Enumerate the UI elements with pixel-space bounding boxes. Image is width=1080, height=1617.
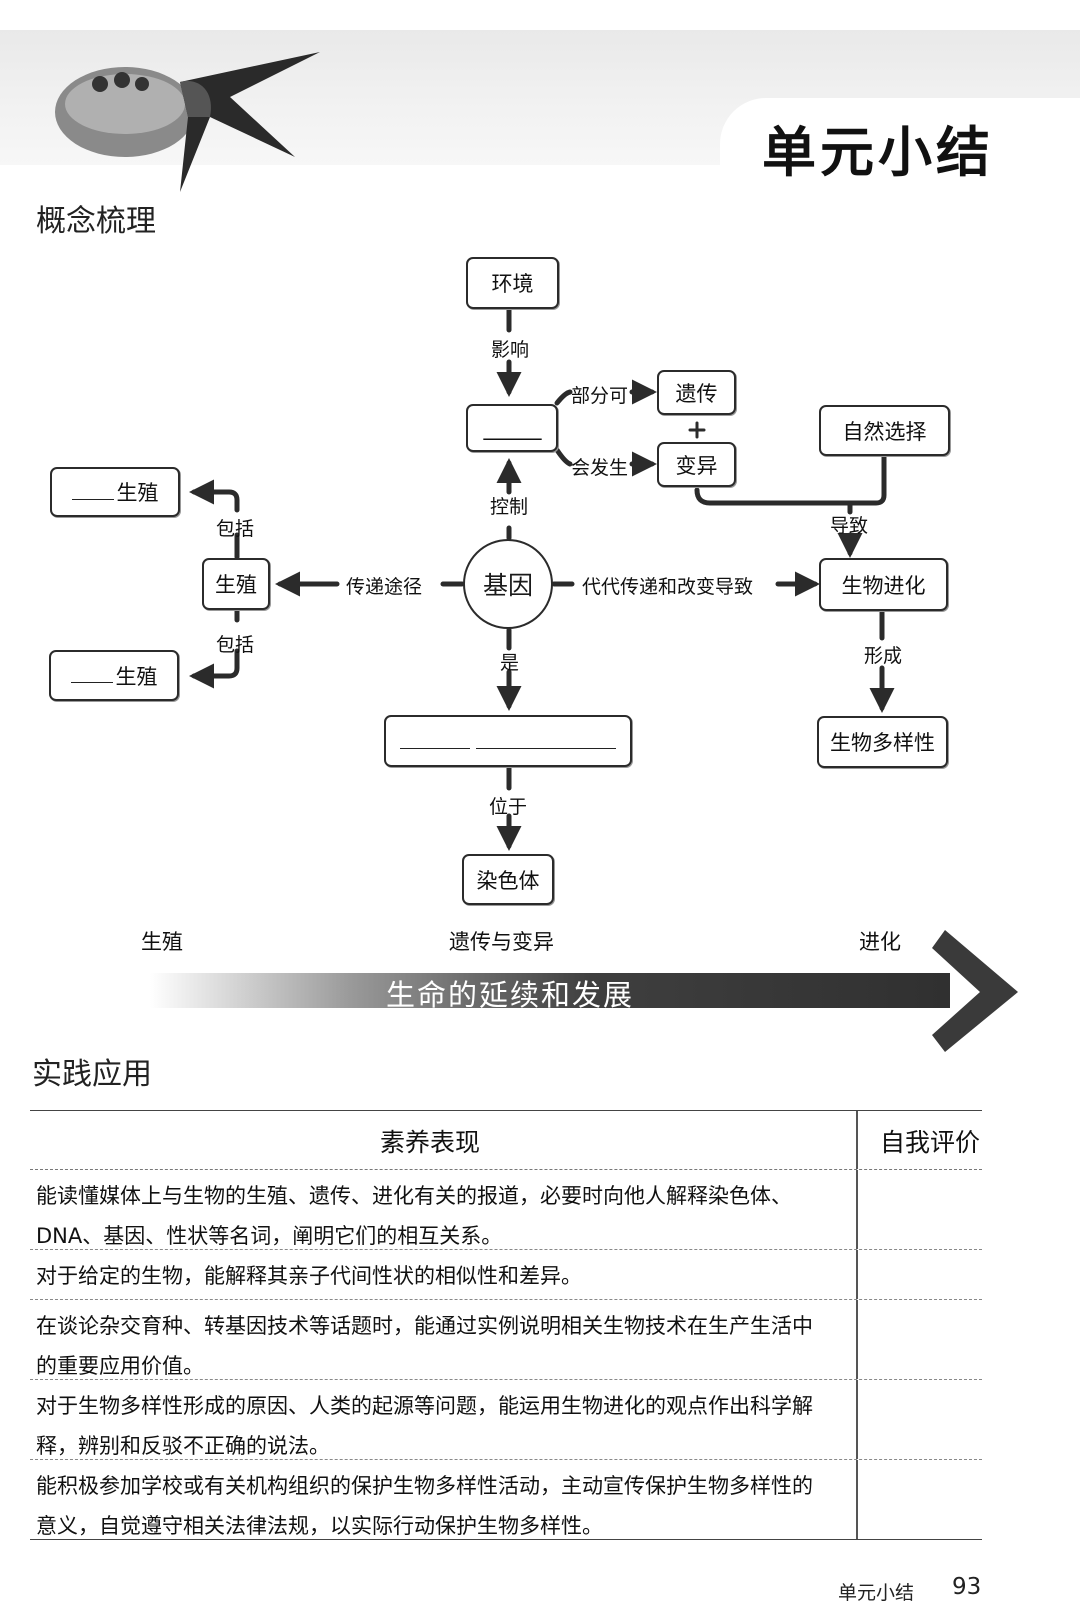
progress-arrow-banner — [150, 930, 1018, 1052]
trait-blank-box: ______ — [466, 404, 558, 452]
row-text: 对于给定的生物，能解释其亲子代间性状的相似性和差异。 — [36, 1264, 582, 1288]
table-row: 能积极参加学校或有关机构组织的保护生物多样性活动，主动宣传保护生物多样性的意义，… — [30, 1460, 982, 1540]
theme-col-heredity: 遗传与变异 — [449, 930, 554, 954]
table-row: 能读懂媒体上与生物的生殖、遗传、进化有关的报道，必要时向他人解释染色体、DNA、… — [30, 1170, 982, 1250]
unit-title: 单元小结 — [762, 121, 994, 184]
label-transmission-path: 传递途径 — [346, 576, 423, 598]
footer-label: 单元小结 — [838, 1582, 915, 1604]
sexual-repro-blank — [71, 485, 114, 500]
arrow-head-shape — [932, 930, 1018, 1052]
label-leads-to: 导致 — [830, 515, 869, 537]
unit-title-tab — [720, 98, 1080, 188]
heredity-box: 遗传 — [657, 370, 736, 415]
variation-box: 变异 — [657, 442, 736, 487]
label-controls: 控制 — [490, 496, 529, 518]
natural-selection-box: 自然选择 — [819, 405, 950, 456]
chromosome-box: 染色体 — [462, 854, 554, 905]
sexual-repro-label: 生殖 — [116, 481, 159, 505]
table-row: 对于给定的生物，能解释其亲子代间性状的相似性和差异。 — [30, 1250, 982, 1300]
connector-selection — [694, 453, 887, 506]
label-is: 是 — [500, 652, 520, 674]
arrow-trait-to-variation — [554, 447, 573, 467]
theme-col-reproduction: 生殖 — [141, 930, 183, 954]
table-row: 在谈论杂交育种、转基因技术等话题时，能通过实例说明相关生物技术在生产生活中的重要… — [30, 1300, 982, 1380]
arrow-trait-to-heredity — [554, 389, 573, 406]
label-partially-can: 部分可 — [571, 385, 629, 407]
biodiversity-box: 生物多样性 — [817, 716, 948, 768]
row-text: 能积极参加学校或有关机构组织的保护生物多样性活动，主动宣传保护生物多样性的意义，… — [36, 1474, 813, 1538]
theme-col-evolution: 进化 — [859, 930, 901, 954]
label-generations-lead: 代代传递和改变导致 — [582, 576, 754, 598]
label-located-in: 位于 — [489, 796, 528, 818]
asexual-repro-blank — [70, 668, 113, 683]
gene-node: 基因 — [463, 539, 553, 629]
trait-blank: ______ — [483, 416, 542, 440]
environment-box: 环境 — [466, 257, 559, 309]
label-affects: 影响 — [491, 339, 530, 361]
label-includes-bottom: 包括 — [216, 634, 255, 656]
sexual-reproduction-box: 生殖 — [50, 467, 180, 517]
banner-text: 生命的延续和发展 — [386, 978, 635, 1012]
row-text: 对于生物多样性形成的原因、人类的起源等问题，能运用生物进化的观点作出科学解释，辨… — [36, 1394, 813, 1458]
section-title-concept: 概念梳理 — [36, 204, 156, 239]
label-will-occur: 会发生 — [571, 457, 629, 479]
evolution-box: 生物进化 — [819, 558, 948, 611]
dna-blank-1 — [400, 734, 470, 749]
page-number: 93 — [952, 1574, 982, 1600]
header-self-eval: 自我评价 — [880, 1128, 981, 1157]
swallow-illustration — [55, 52, 320, 192]
label-forms: 形成 — [864, 645, 903, 667]
section-title-practice: 实践应用 — [32, 1057, 152, 1092]
row-text: 能读懂媒体上与生物的生殖、遗传、进化有关的报道，必要时向他人解释染色体、DNA、… — [36, 1184, 792, 1248]
swallow-bird-shape — [180, 52, 320, 192]
literacy-table: 素养表现 自我评价 能读懂媒体上与生物的生殖、遗传、进化有关的报道，必要时向他人… — [30, 1110, 982, 1540]
table-row: 对于生物多样性形成的原因、人类的起源等问题，能运用生物进化的观点作出科学解释，辨… — [30, 1380, 982, 1460]
header-competency: 素养表现 — [380, 1128, 481, 1157]
dna-blank-box — [384, 715, 632, 767]
label-includes-top: 包括 — [216, 518, 255, 540]
asexual-reproduction-box: 生殖 — [49, 650, 179, 701]
dna-blank-2 — [476, 734, 616, 749]
reproduction-box: 生殖 — [202, 558, 270, 610]
asexual-repro-label: 生殖 — [115, 664, 158, 689]
row-text: 在谈论杂交育种、转基因技术等话题时，能通过实例说明相关生物技术在生产生活中的重要… — [36, 1314, 813, 1378]
table-header-row: 素养表现 自我评价 — [30, 1110, 982, 1170]
column-divider — [856, 1111, 858, 1169]
